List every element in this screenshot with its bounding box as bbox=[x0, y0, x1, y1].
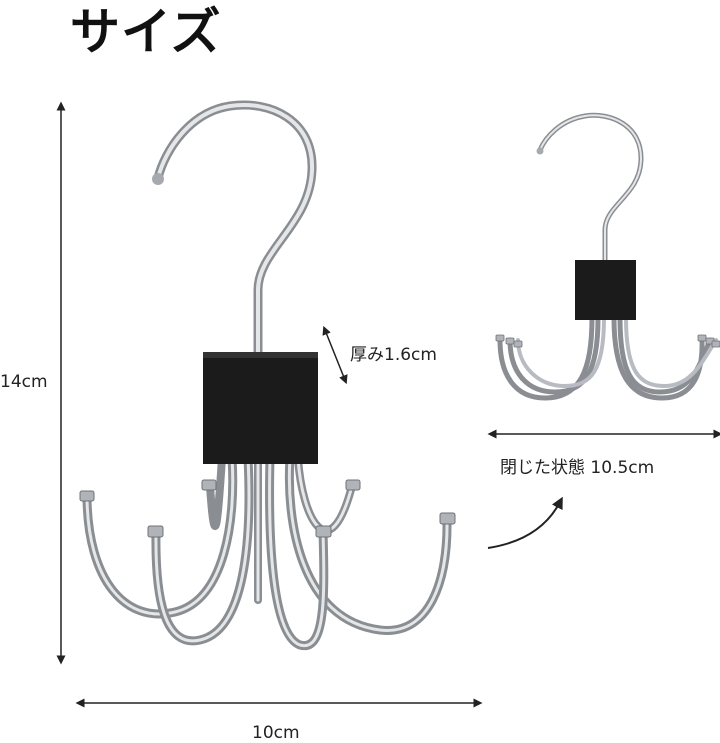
thickness-label: 厚み1.6cm bbox=[350, 345, 437, 365]
hanger-closed bbox=[495, 112, 720, 401]
thickness-dimension-line bbox=[322, 325, 348, 385]
curved-arrow-icon bbox=[487, 496, 563, 549]
closed-width-label: 閉じた状態 10.5cm bbox=[500, 458, 655, 478]
height-label: 14cm bbox=[0, 372, 48, 392]
hanger-open bbox=[79, 100, 456, 651]
page-title: サイズ bbox=[70, 3, 222, 61]
width-label: 10cm bbox=[252, 723, 300, 743]
